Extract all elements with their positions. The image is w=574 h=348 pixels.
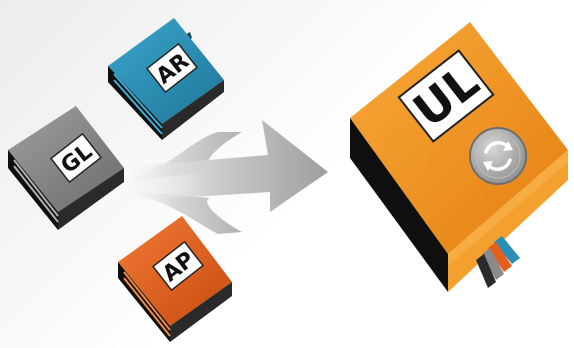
sync-badge xyxy=(470,128,526,184)
ul-book: UL xyxy=(350,22,568,292)
ap-book: AP xyxy=(118,216,232,342)
gl-book: GL xyxy=(8,106,124,230)
ar-book: AR xyxy=(108,18,224,140)
merge-arrow xyxy=(112,120,328,234)
